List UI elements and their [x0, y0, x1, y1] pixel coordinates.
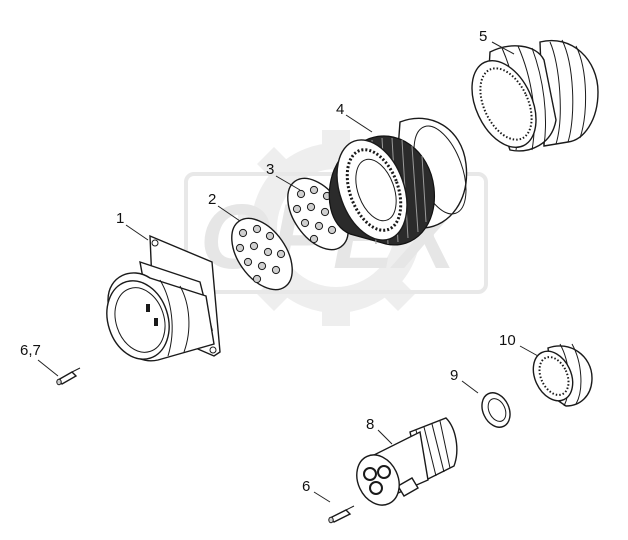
- callout-6: 6: [302, 478, 310, 495]
- part-1-receptacle-housing: [106, 234, 221, 362]
- callout-6-7: 6,7: [20, 342, 41, 359]
- leader-5: [491, 41, 515, 55]
- callout-1: 1: [116, 210, 124, 227]
- part-6-contact-pin: [328, 505, 355, 524]
- callout-9: 9: [450, 367, 458, 384]
- callout-3: 3: [266, 161, 274, 178]
- callout-4: 4: [336, 101, 344, 118]
- part-2-contact-insert: [231, 217, 293, 291]
- callout-5: 5: [479, 28, 487, 45]
- leader-1: [125, 224, 149, 241]
- leader-3: [275, 175, 301, 191]
- leader-6: [313, 491, 331, 503]
- leader-8: [377, 429, 393, 445]
- leader-2: [217, 205, 241, 222]
- part-10-nut: [532, 343, 593, 407]
- leader-10: [519, 345, 539, 357]
- callout-8: 8: [366, 416, 374, 433]
- leader-lines: [37, 41, 539, 503]
- callout-2: 2: [208, 191, 216, 208]
- leader-4: [345, 114, 373, 133]
- callout-10: 10: [499, 332, 516, 349]
- leader-6-7: [37, 359, 59, 377]
- leader-9: [461, 380, 479, 394]
- part-9-washer: [481, 392, 511, 428]
- part-5-backshell-nut: [471, 39, 599, 152]
- part-6-7-contact-pin: [56, 367, 81, 386]
- callout-labels: 1 2 3 4 5 6,7 6 8 9 10: [20, 28, 516, 495]
- part-4-coupling-ring: [328, 117, 468, 246]
- part-8-plug-body: [356, 417, 458, 506]
